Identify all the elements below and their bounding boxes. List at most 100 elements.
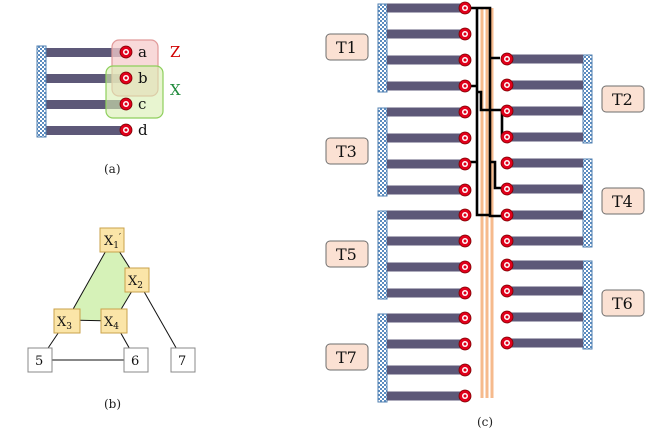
terminal-label-c: c bbox=[138, 95, 146, 113]
tile-t3: T3 bbox=[325, 137, 369, 165]
rail bbox=[387, 55, 465, 65]
tile-bus-bar bbox=[582, 158, 593, 248]
node-x3: X3 bbox=[53, 308, 81, 334]
rail bbox=[508, 54, 583, 64]
rail bbox=[387, 3, 465, 13]
svg-text:T6: T6 bbox=[612, 294, 633, 313]
terminal-icon bbox=[500, 156, 514, 170]
rail bbox=[387, 185, 465, 195]
rail bbox=[387, 107, 465, 117]
set-label-x: X bbox=[170, 81, 181, 99]
terminal-icon bbox=[500, 284, 514, 298]
rail bbox=[46, 48, 126, 57]
terminal-icon bbox=[500, 104, 514, 118]
terminal-icon bbox=[458, 234, 472, 248]
tile-t2: T2 bbox=[601, 85, 645, 113]
terminal-icon bbox=[458, 286, 472, 300]
tile-bus-bar bbox=[377, 3, 388, 93]
rail bbox=[508, 184, 583, 194]
rail bbox=[387, 159, 465, 169]
terminal-icon bbox=[458, 311, 472, 325]
terminal-icon bbox=[119, 123, 133, 137]
terminal-icon bbox=[458, 157, 472, 171]
rail bbox=[387, 133, 465, 143]
edge bbox=[66, 239, 113, 321]
terminal-icon bbox=[500, 336, 514, 350]
terminal-icon bbox=[458, 363, 472, 377]
highlight-triangle bbox=[67, 240, 138, 321]
svg-text:T3: T3 bbox=[336, 142, 357, 161]
terminal-icon bbox=[458, 208, 472, 222]
svg-text:X1′: X1′ bbox=[104, 233, 121, 251]
terminal-label-b: b bbox=[138, 69, 148, 87]
panel-c-terminals bbox=[458, 1, 514, 403]
terminal-icon bbox=[458, 183, 472, 197]
terminal-icon bbox=[500, 130, 514, 144]
terminal-icon bbox=[119, 97, 133, 111]
terminal-icon bbox=[500, 208, 514, 222]
terminal-icon bbox=[458, 337, 472, 351]
terminal-icon bbox=[458, 389, 472, 403]
caption-c: (c) bbox=[477, 415, 493, 429]
tile-t4: T4 bbox=[601, 187, 645, 215]
svg-text:T2: T2 bbox=[612, 90, 633, 109]
svg-text:T4: T4 bbox=[612, 192, 633, 211]
rail bbox=[46, 100, 126, 109]
tile-t5: T5 bbox=[325, 240, 369, 268]
svg-text:X4: X4 bbox=[104, 315, 119, 332]
rail bbox=[508, 158, 583, 168]
rail bbox=[508, 236, 583, 246]
caption-a: (a) bbox=[104, 162, 121, 176]
edge bbox=[137, 280, 184, 361]
panel-c-rails bbox=[377, 3, 593, 403]
tile-bus-bar bbox=[377, 313, 388, 403]
rail bbox=[387, 288, 465, 298]
terminal-icon bbox=[500, 182, 514, 196]
rail bbox=[387, 236, 465, 246]
routing-path bbox=[465, 6, 508, 218]
terminal-icon bbox=[119, 45, 133, 59]
tile-t1: T1 bbox=[325, 33, 369, 61]
node-5: 5 bbox=[27, 347, 53, 373]
terminal-icon bbox=[458, 131, 472, 145]
svg-text:T7: T7 bbox=[336, 348, 357, 367]
terminal-label-a: a bbox=[138, 43, 147, 61]
rail bbox=[387, 262, 465, 272]
terminal-icon bbox=[500, 258, 514, 272]
rail bbox=[508, 106, 583, 116]
node-x2: X2 bbox=[124, 267, 150, 293]
rail bbox=[387, 210, 465, 220]
node-7: 7 bbox=[170, 347, 196, 373]
rail bbox=[387, 313, 465, 323]
terminal-icon bbox=[458, 53, 472, 67]
terminal-icon bbox=[458, 79, 472, 93]
svg-text:6: 6 bbox=[131, 354, 139, 369]
tile-bus-bar bbox=[377, 210, 388, 300]
rail bbox=[387, 29, 465, 39]
node-6: 6 bbox=[123, 347, 149, 373]
node-x1: X1′ bbox=[99, 227, 125, 253]
tile-bus-bar bbox=[582, 260, 593, 350]
terminal-icon bbox=[458, 260, 472, 274]
rail bbox=[508, 312, 583, 322]
panel-b: X1′ X2 X3 X4 5 6 7 (b) bbox=[27, 227, 196, 411]
svg-text:X2: X2 bbox=[128, 274, 143, 291]
terminal-icon bbox=[500, 234, 514, 248]
rail bbox=[387, 339, 465, 349]
rail bbox=[508, 210, 583, 220]
panel-c: T1 T2 T3 T4 T5 T6 T7 (c) bbox=[325, 1, 645, 429]
svg-text:7: 7 bbox=[178, 354, 186, 369]
svg-text:T1: T1 bbox=[336, 38, 357, 57]
rail bbox=[508, 338, 583, 348]
caption-b: (b) bbox=[104, 397, 121, 411]
set-label-z: Z bbox=[170, 43, 180, 61]
rail bbox=[46, 74, 126, 83]
panel-a: a b c d Z X (a) bbox=[36, 39, 181, 176]
tile-bus-bar bbox=[582, 54, 593, 144]
terminal-icon bbox=[458, 105, 472, 119]
rail bbox=[508, 260, 583, 270]
panel-a-bus-bar bbox=[36, 45, 47, 138]
panel-a-terminals bbox=[119, 45, 133, 137]
tile-bus-bar bbox=[377, 107, 388, 197]
